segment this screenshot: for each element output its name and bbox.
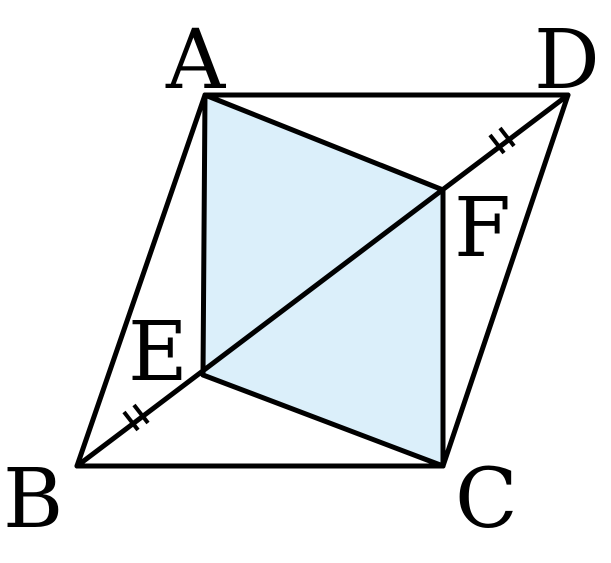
segment-ae xyxy=(200,92,208,378)
tick-marks-be xyxy=(122,403,150,432)
label-e: E xyxy=(128,305,188,400)
label-d: D xyxy=(534,13,600,108)
segment-af xyxy=(202,92,446,193)
segment-ec xyxy=(200,372,446,469)
label-a: A xyxy=(165,13,227,108)
diagonal-bd xyxy=(74,92,571,469)
label-b: B xyxy=(3,452,63,547)
label-c: C xyxy=(455,452,518,547)
label-f: F xyxy=(454,181,511,276)
tick-marks-fd xyxy=(488,126,516,155)
